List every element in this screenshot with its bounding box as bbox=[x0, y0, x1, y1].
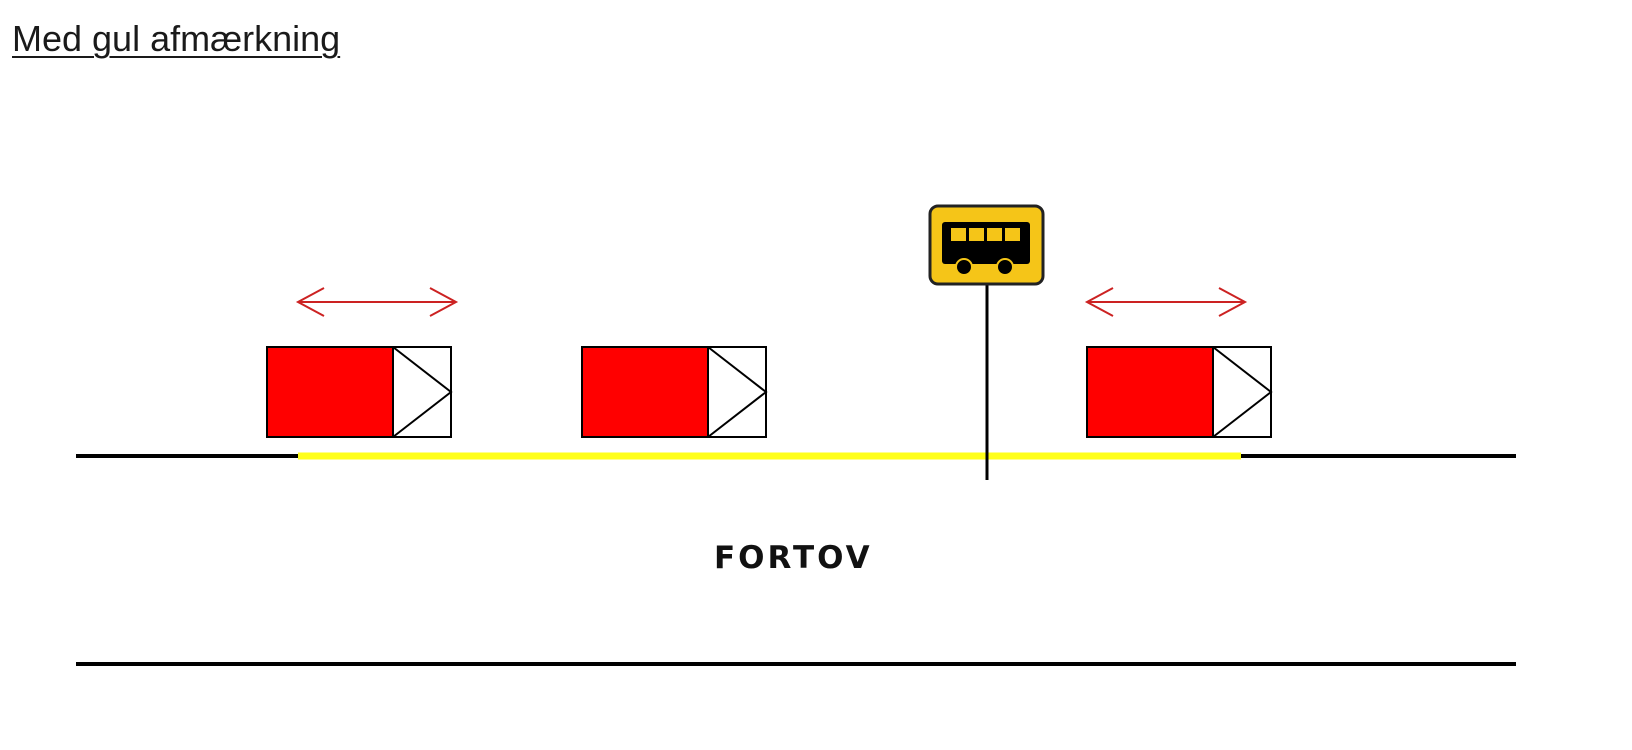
bus-stop-sign-icon bbox=[928, 204, 1045, 286]
sidewalk-label: FORTOV bbox=[714, 540, 873, 576]
car-icon bbox=[1086, 346, 1273, 438]
double-headed-arrow-icon bbox=[1084, 287, 1248, 317]
car-icon bbox=[581, 346, 768, 438]
double-headed-arrow-icon bbox=[295, 287, 459, 317]
diagram-title: Med gul afmærkning bbox=[12, 18, 341, 59]
car-icon bbox=[266, 346, 453, 438]
